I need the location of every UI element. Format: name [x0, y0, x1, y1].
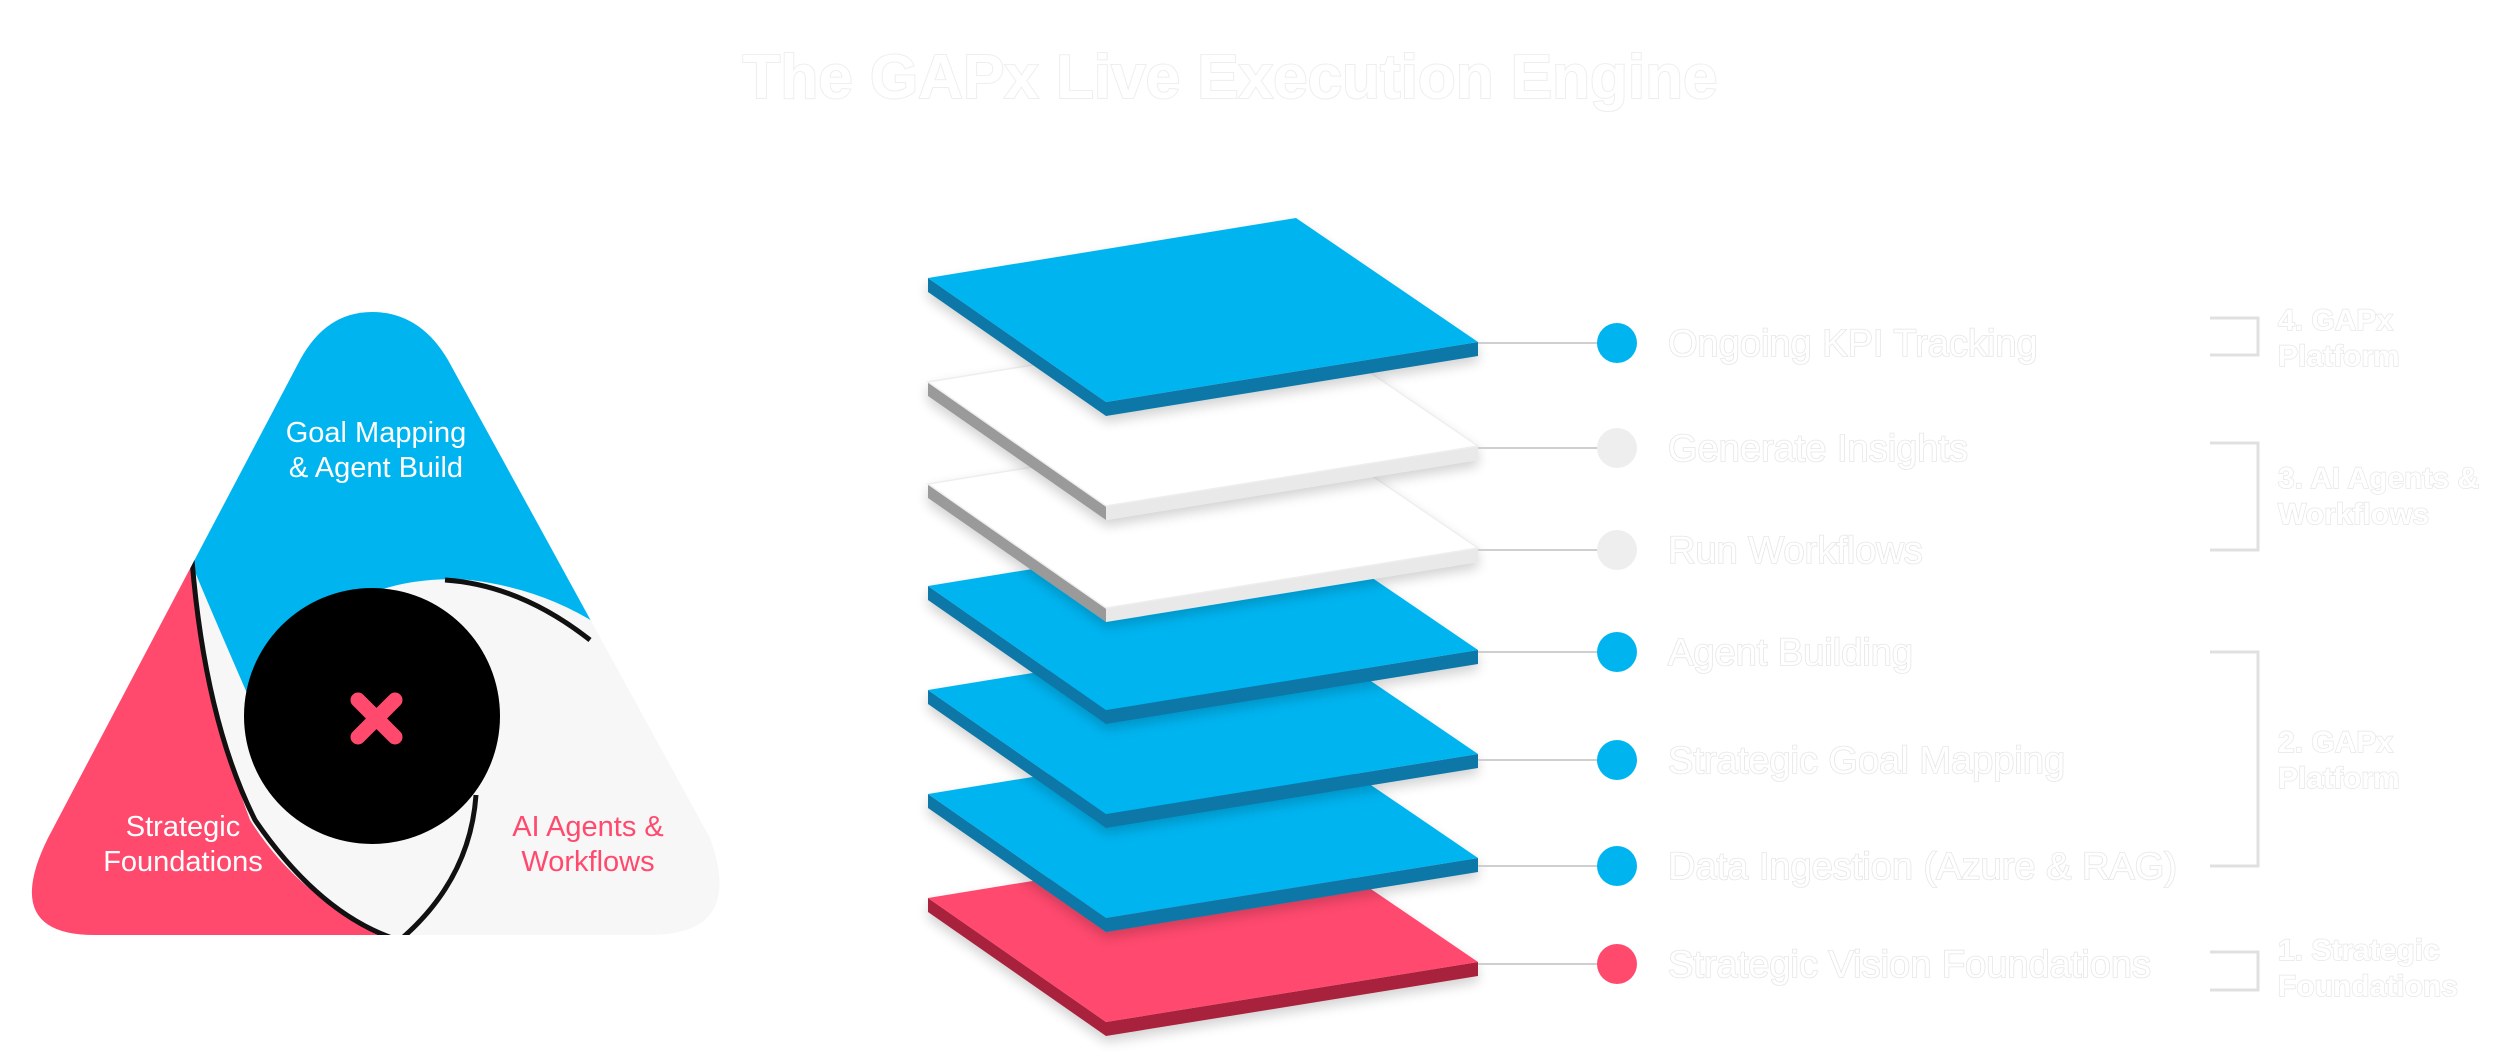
layer-side-right — [1106, 342, 1478, 416]
layer-label: Generate Insights — [1668, 428, 1968, 470]
diagram-title: The GAPx Live Execution Engine — [743, 43, 1718, 112]
layer-side-right — [1106, 754, 1478, 828]
layer-dot — [1597, 530, 1637, 570]
label-ai-agents-line: Workflows — [521, 846, 654, 878]
bracket-line — [2210, 650, 2260, 868]
layer-side-left — [928, 586, 1106, 724]
layer-side-left — [928, 794, 1106, 932]
label-ai-agents-line: AI Agents & — [512, 811, 664, 843]
group-label-line: Workflows — [2278, 498, 2429, 531]
layer-side-left — [928, 484, 1106, 622]
layer-dot — [1597, 740, 1637, 780]
label-goal-mapping-line: Goal Mapping — [286, 417, 467, 449]
bracket-line — [2210, 316, 2260, 357]
layer-side-right — [1106, 858, 1478, 932]
group-label-line: Platform — [2278, 340, 2400, 373]
layer-label-row: Run Workflows — [1478, 529, 1924, 573]
layer-side-right — [1106, 962, 1478, 1036]
layer-label-row: Strategic Goal Mapping — [1478, 739, 2066, 783]
layer-label: Data Ingestion (Azure & RAG) — [1668, 846, 2177, 888]
group-label-line: 4. GAPx — [2278, 304, 2393, 337]
layer-label-row: Generate Insights — [1478, 427, 1969, 471]
layer-side-right — [1106, 548, 1478, 622]
layer-label: Strategic Vision Foundations — [1668, 944, 2151, 986]
layer-side-right — [1106, 650, 1478, 724]
group-label-line: 1. Strategic — [2278, 934, 2440, 967]
layer-dot — [1597, 428, 1637, 468]
group-label-line: 3. AI Agents & — [2278, 462, 2479, 495]
group-label-line: Foundations — [2278, 970, 2458, 1003]
bracket-line — [2210, 441, 2260, 552]
label-goal-mapping-line: & Agent Build — [289, 452, 463, 484]
layer-dot — [1597, 846, 1637, 886]
layer-side-left — [928, 382, 1106, 520]
bracket-line — [2210, 950, 2260, 992]
layer-label-row: Data Ingestion (Azure & RAG) — [1478, 845, 2178, 889]
layer-side-left — [928, 898, 1106, 1036]
layer-label: Agent Building — [1668, 632, 1913, 674]
layer-side-left — [928, 278, 1106, 416]
layer-stack — [926, 218, 1480, 1036]
group-label-line: 2. GAPx — [2278, 726, 2393, 759]
layer-label: Ongoing KPI Tracking — [1668, 323, 2038, 365]
label-strategic-foundations-line: Foundations — [103, 846, 263, 878]
layer-dot — [1597, 632, 1637, 672]
group-bracket: 3. AI Agents &Workflows — [2210, 441, 2480, 552]
layer-dot — [1597, 944, 1637, 984]
layer-dot — [1597, 323, 1637, 363]
layer-plate — [928, 218, 1478, 416]
layer-top — [928, 218, 1478, 402]
group-label-line: Platform — [2278, 762, 2400, 795]
label-strategic-foundations-line: Strategic — [126, 811, 240, 843]
layer-label-row: Ongoing KPI Tracking — [1478, 322, 2038, 366]
layer-side-right — [1106, 446, 1478, 520]
triangle-cycle: Goal Mapping& Agent BuildStrategicFounda… — [31, 312, 720, 935]
layer-label: Strategic Goal Mapping — [1668, 740, 2065, 782]
layer-label-row: Strategic Vision Foundations — [1478, 943, 2152, 987]
x-cross-icon — [350, 692, 403, 745]
layer-label-row: Agent Building — [1478, 631, 1914, 675]
layer-side-left — [928, 690, 1106, 828]
layer-label: Run Workflows — [1668, 530, 1923, 572]
